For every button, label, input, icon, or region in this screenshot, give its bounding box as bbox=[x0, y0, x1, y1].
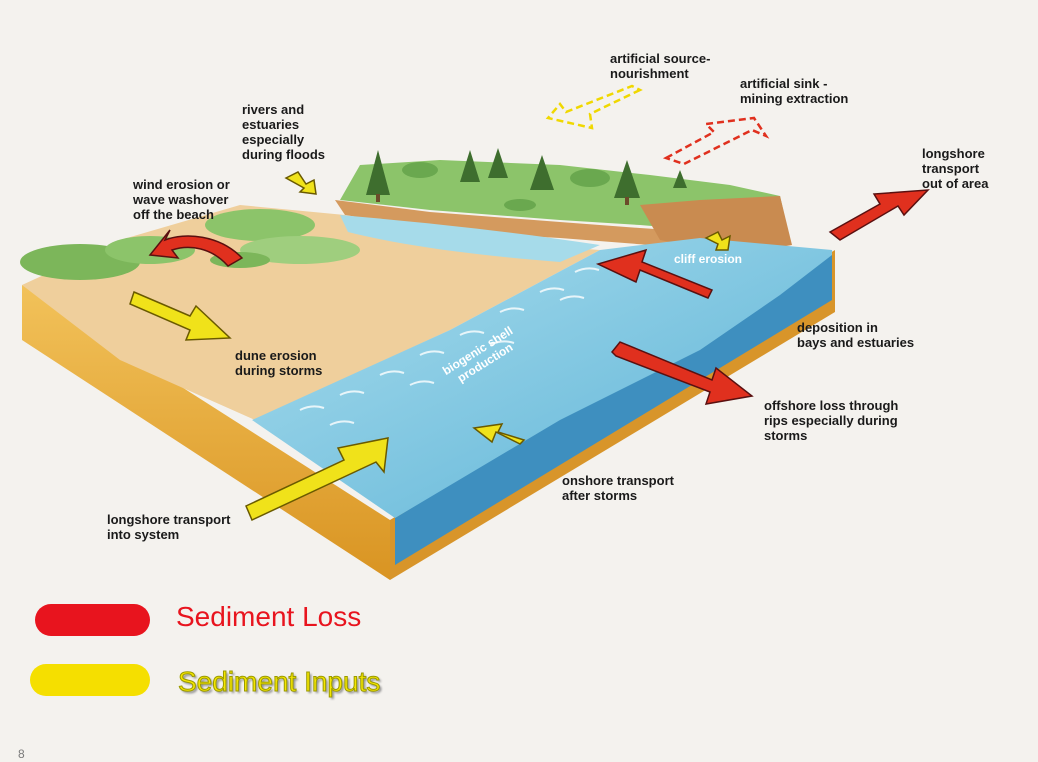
ocean-surface bbox=[252, 238, 832, 518]
label-dune-erosion: dune erosion during storms bbox=[235, 348, 323, 378]
longshore-in-arrow bbox=[245, 437, 389, 522]
label-artificial-sink: artificial sink - mining extraction bbox=[740, 76, 849, 106]
artificial-source-arrow bbox=[545, 84, 643, 130]
legend-loss-label: Sediment Loss bbox=[176, 601, 362, 632]
legend-inputs-label: Sediment Inputs bbox=[177, 666, 381, 698]
offshore-loss-arrow bbox=[610, 341, 754, 405]
dune-erosion-arrow bbox=[129, 290, 232, 341]
surf-foam bbox=[299, 267, 600, 426]
cliff-face-right bbox=[640, 196, 792, 252]
cliff-erosion-loss-arrow bbox=[595, 248, 714, 299]
cliff-erosion-input-arrow bbox=[704, 230, 731, 251]
label-offshore-loss: offshore loss through rips especially du… bbox=[764, 398, 899, 443]
input-arrows bbox=[129, 171, 731, 522]
label-longshore-in: longshore transport into system bbox=[107, 512, 231, 542]
label-onshore-transport: onshore transport after storms bbox=[562, 473, 674, 503]
river-channel bbox=[340, 215, 600, 262]
rivers-input-arrow bbox=[284, 171, 317, 195]
wind-erosion-arrow bbox=[148, 229, 244, 267]
soil-left-wall bbox=[22, 285, 390, 580]
page-number: 8 bbox=[18, 747, 25, 761]
label-rivers-estuaries: rivers and estuaries especially during f… bbox=[242, 102, 326, 162]
label-deposition: deposition in bays and estuaries bbox=[797, 320, 915, 350]
longshore-out-arrow bbox=[828, 189, 930, 241]
legend-inputs-swatch bbox=[30, 664, 150, 696]
label-longshore-out: longshore transport out of area bbox=[922, 146, 989, 191]
artificial-sink-arrow bbox=[662, 116, 770, 166]
loss-arrows bbox=[148, 189, 930, 405]
label-cliff-erosion: cliff erosion bbox=[674, 252, 743, 266]
legend-loss-swatch bbox=[35, 604, 150, 636]
trees bbox=[366, 148, 687, 211]
label-wind-erosion: wind erosion or wave washover off the be… bbox=[133, 177, 230, 222]
label-artificial-source: artificial source- nourishment bbox=[610, 51, 711, 81]
onshore-transport-arrow bbox=[472, 423, 526, 445]
